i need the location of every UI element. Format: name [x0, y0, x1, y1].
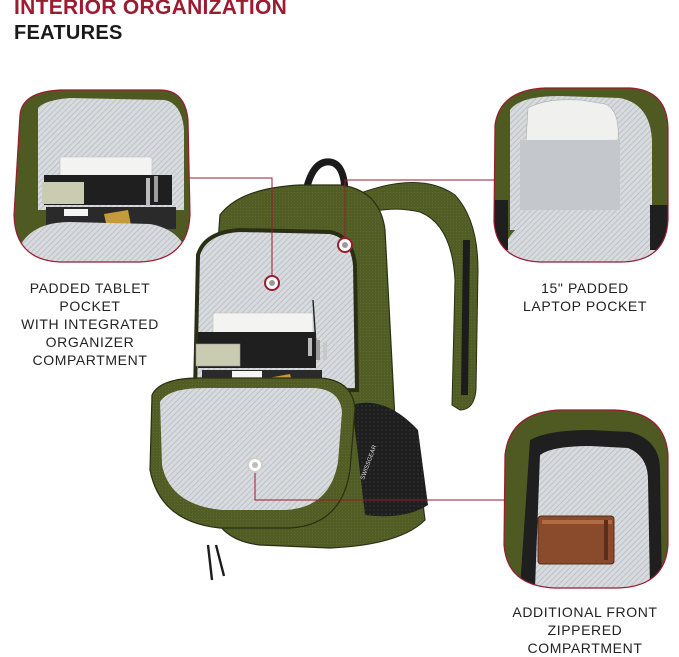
callout-line: PADDED TABLET POCKET: [29, 280, 151, 314]
callout-line: WITH INTEGRATED: [21, 316, 159, 332]
page-subtitle: FEATURES: [14, 22, 123, 44]
page-title: INTERIOR ORGANIZATION: [14, 0, 288, 19]
callout-tablet-pocket-label: PADDED TABLET POCKET WITH INTEGRATED ORG…: [0, 279, 180, 369]
callout-connectors: [188, 177, 504, 501]
callout-line: 15" PADDED: [541, 280, 629, 296]
callout-markers: [247, 237, 353, 473]
callout-front-compartment-label: ADDITIONAL FRONT ZIPPERED COMPARTMENT: [490, 603, 679, 657]
callout-line: COMPARTMENT: [527, 640, 643, 656]
callout-line: LAPTOP POCKET: [523, 298, 647, 314]
callout-laptop-pocket-label: 15" PADDED LAPTOP POCKET: [500, 279, 670, 315]
callout-line: ORGANIZER: [45, 334, 135, 350]
laptop-pocket-inset: [493, 87, 669, 263]
main-backpack: SWISSGEAR: [149, 158, 479, 581]
callout-line: ZIPPERED: [547, 622, 623, 638]
tablet-pocket-inset: [13, 89, 191, 263]
callout-line: COMPARTMENT: [32, 352, 148, 368]
callout-line: ADDITIONAL FRONT: [512, 604, 658, 620]
front-compartment-inset: [503, 409, 669, 589]
